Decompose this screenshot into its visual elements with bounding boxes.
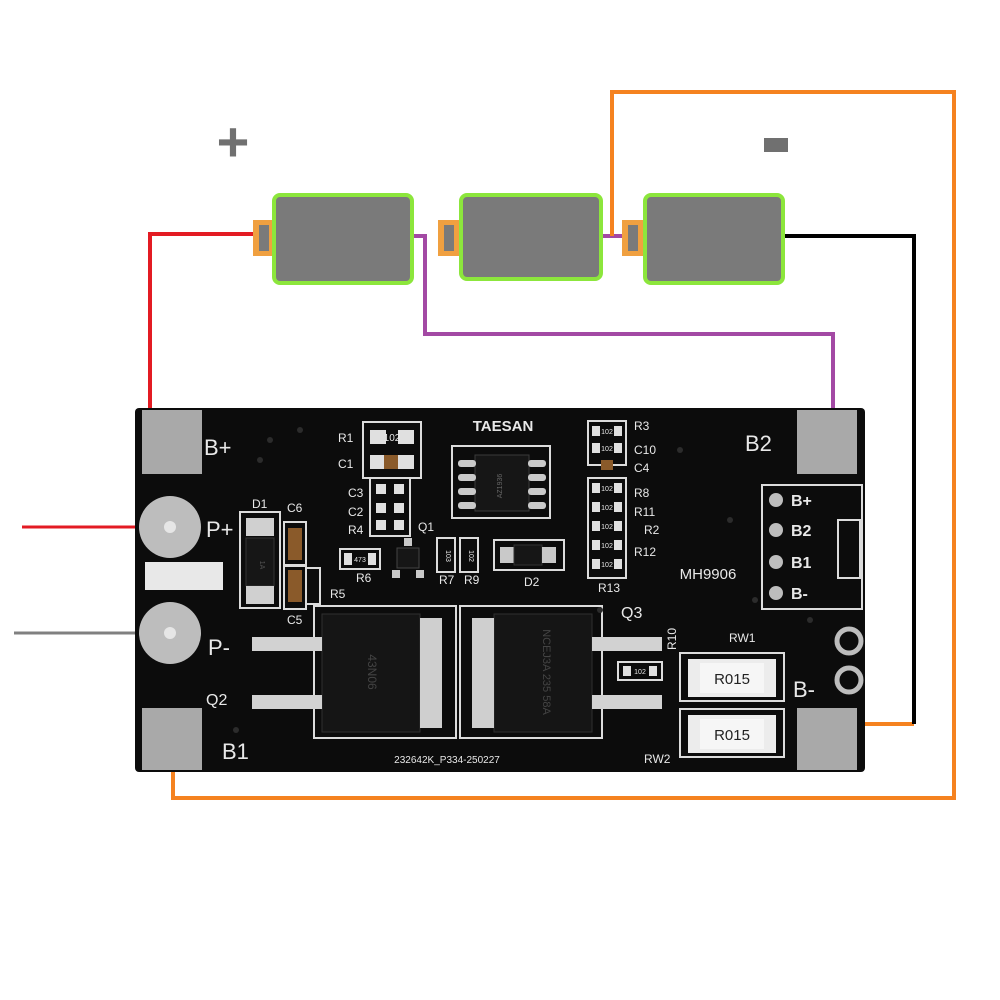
label-q2: Q2 [206, 692, 227, 709]
q3-marking: NCEJ3A 235 58A [540, 629, 552, 715]
label-c3: C3 [348, 486, 364, 500]
label-p-minus: P- [208, 635, 230, 660]
label-c1: C1 [338, 457, 354, 471]
battery-plus-symbol: + [217, 110, 250, 173]
label-r9: R9 [464, 573, 480, 587]
label-b2: B2 [745, 431, 772, 456]
battery-cell-3 [622, 193, 785, 285]
label-r11: R11 [634, 505, 655, 519]
red-wire-battery-positive [148, 232, 257, 410]
r8-marking: 102 [601, 486, 613, 493]
pad-b-minus-corner [797, 708, 857, 770]
label-q1: Q1 [418, 520, 434, 534]
c5-cap [288, 570, 302, 602]
label-r8: R8 [634, 486, 650, 500]
label-c4: C4 [634, 461, 650, 475]
hole-b-minus-1 [834, 626, 864, 656]
model-label: MH9906 [680, 566, 737, 583]
battery-cell-2 [438, 193, 603, 281]
label-r2: R2 [644, 523, 660, 537]
connector-pin-4: B- [791, 586, 808, 603]
ic-marking: AZ1936 [497, 474, 504, 499]
label-c10: C10 [634, 443, 656, 457]
c10-marking: 102 [601, 446, 613, 453]
cell-1-body [272, 193, 414, 285]
brand-label: TAESAN [473, 418, 534, 435]
r7-marking: 103 [444, 550, 451, 562]
label-r6: R6 [356, 571, 372, 585]
rw1-value: R015 [714, 671, 750, 688]
connector-pin-3: B1 [791, 555, 812, 572]
r12-marking: 102 [601, 543, 613, 550]
label-r3: R3 [634, 419, 650, 433]
label-r7: R7 [439, 573, 455, 587]
pcb-vias [233, 427, 813, 733]
balance-connector: B+ B2 B1 B- [761, 484, 863, 610]
label-p-plus: P+ [206, 517, 234, 542]
r13-marking: 102 [601, 562, 613, 569]
label-q3: Q3 [621, 605, 642, 622]
serial-label: 232642K_P334-250227 [394, 755, 500, 766]
label-r12: R12 [634, 545, 656, 559]
resistor-column: 102 102 102 102 102 102 102 [587, 420, 627, 579]
r11-marking: 102 [601, 505, 613, 512]
label-r13: R13 [598, 581, 620, 595]
purple-wire-b2 [410, 234, 835, 410]
shunt-rw1: R015 [679, 652, 785, 702]
connector-pin-1: B+ [791, 493, 812, 510]
r3-marking: 102 [601, 429, 613, 436]
label-c5: C5 [287, 613, 303, 627]
pcb-body [135, 408, 865, 772]
label-rw2: RW2 [644, 752, 671, 766]
label-r5: R5 [330, 587, 346, 601]
diode-d2 [493, 539, 565, 571]
label-b-plus: B+ [204, 435, 232, 460]
protection-ic: AZ1936 [451, 445, 551, 519]
label-c2: C2 [348, 505, 364, 519]
label-rw1: RW1 [729, 631, 756, 645]
pad-b-plus [142, 410, 202, 474]
label-r10: R10 [665, 628, 679, 650]
mosfet-q2: 43N06 [252, 605, 457, 739]
label-c6: C6 [287, 501, 303, 515]
r1-marking: 102 [384, 433, 401, 444]
battery-minus-symbol [764, 138, 788, 152]
label-b1: B1 [222, 739, 249, 764]
connector-pin-2: B2 [791, 523, 812, 540]
rw2-value: R015 [714, 727, 750, 744]
c10-cap [601, 460, 613, 470]
label-d2: D2 [524, 575, 540, 589]
r2-marking: 102 [601, 524, 613, 531]
r9-marking: 102 [467, 550, 474, 562]
pad-b1 [142, 708, 202, 770]
mosfet-q3: NCEJ3A 235 58A [459, 605, 662, 739]
shunt-rw2: R015 [679, 708, 785, 758]
d1-marking: 1A [258, 561, 265, 570]
label-r1: R1 [338, 431, 354, 445]
cell-2-body [459, 193, 603, 281]
orange-wire-b1 [171, 90, 956, 800]
cell-3-body [643, 193, 785, 285]
r6-marking: 473 [354, 557, 366, 564]
transistor-q1 [392, 538, 424, 578]
diode-d1: 1A [239, 511, 281, 609]
black-wire-battery-negative [783, 234, 916, 724]
pad-b2 [797, 410, 857, 474]
hole-b-minus-2 [834, 665, 864, 695]
q2-marking: 43N06 [365, 654, 379, 690]
bms-pcb: B+ B2 B1 P+ P- B- TAESAN MH9906 232642K_… [135, 408, 865, 772]
c6-cap [288, 528, 302, 560]
pcb-white-label [145, 562, 223, 590]
label-r4: R4 [348, 523, 364, 537]
label-d1: D1 [252, 497, 268, 511]
battery-cell-1 [253, 193, 414, 285]
label-b-minus: B- [793, 677, 815, 702]
c1-cap [384, 455, 398, 469]
r10-marking: 102 [634, 669, 646, 676]
